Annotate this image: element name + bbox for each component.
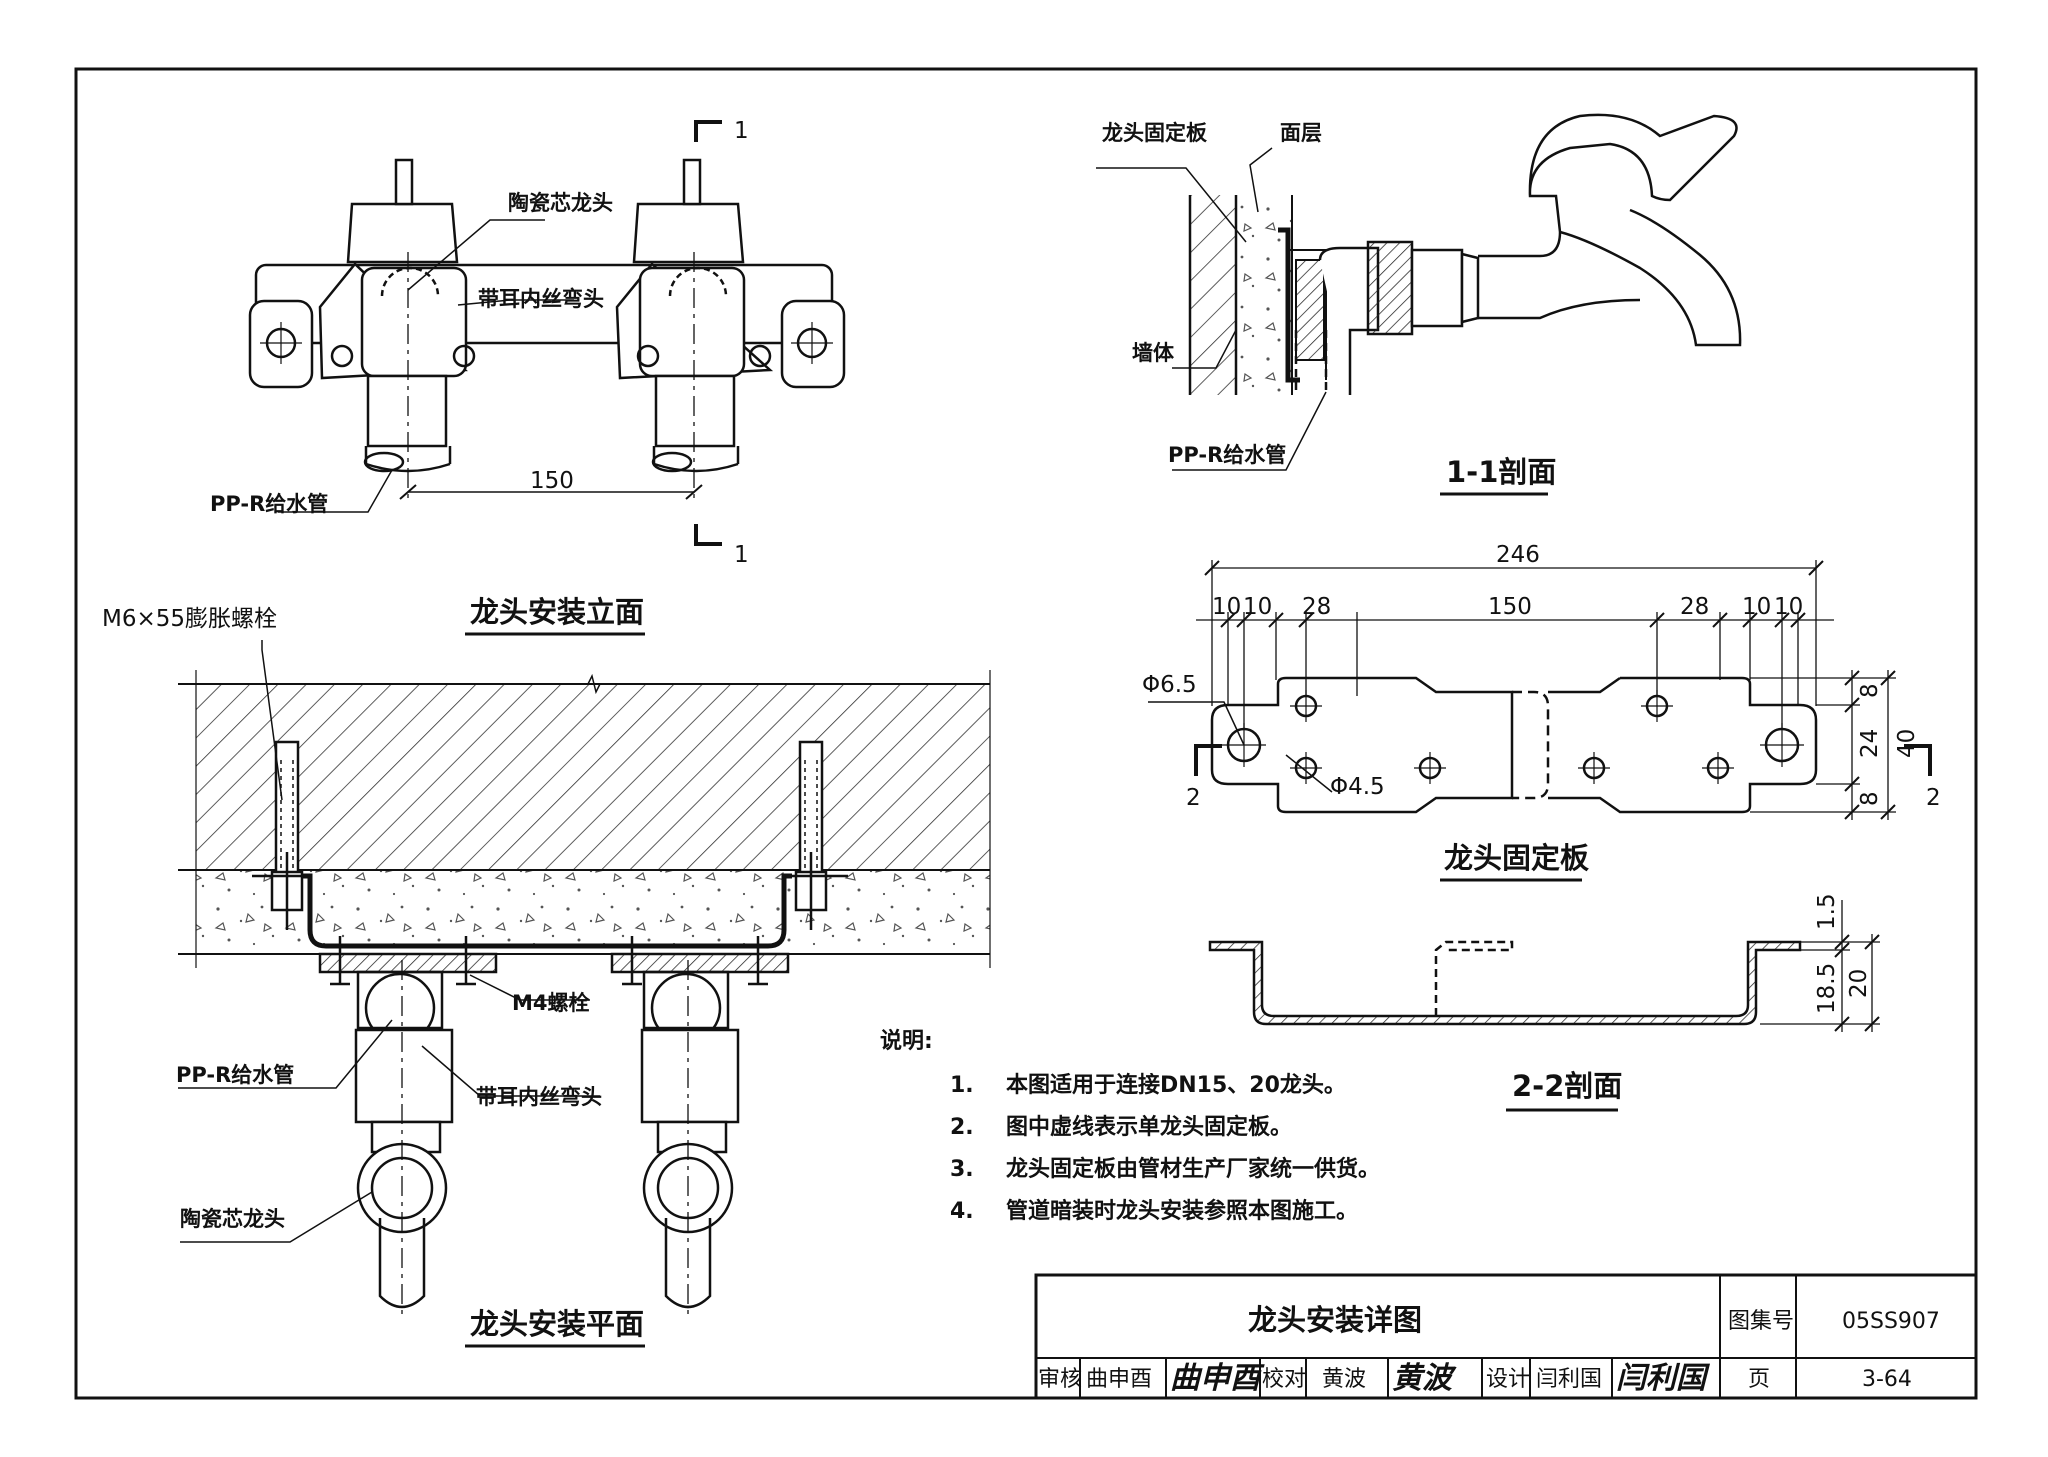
dim-phi-6-5: Φ6.5 [1142,672,1197,698]
faucet-plan-view [178,640,991,1320]
dim-10a: 10 [1212,594,1241,620]
dim-h8a: 8 [1857,683,1883,698]
label-bolt-m4: M4螺栓 [512,991,590,1015]
title-elevation: 龙头安装立面 [470,595,644,629]
label-wall: 墙体 [1132,341,1175,365]
section-mark-1-top: 1 [734,118,749,144]
dim-phi-4-5: Φ4.5 [1330,774,1385,800]
dim-thickness-1-5: 1.5 [1814,893,1840,930]
label-elbow-plan: 带耳内丝弯头 [476,1085,602,1109]
note-1-number: 1. [950,1073,974,1098]
review-signature: 曲申酉 [1170,1361,1265,1396]
dim-depth-20: 20 [1846,969,1872,998]
dim-150: 150 [1488,594,1532,620]
dim-depth-18-5: 18.5 [1814,963,1840,1014]
label-ppr-pipe-section: PP-R给水管 [1168,443,1286,467]
note-2-number: 2. [950,1115,974,1140]
page-number: 3-64 [1862,1367,1912,1392]
design-label: 设计 [1486,1367,1530,1392]
page-label: 页 [1748,1367,1770,1392]
review-label: 审核 [1038,1367,1082,1392]
title-plan: 龙头安装平面 [470,1307,644,1341]
label-plate-section: 龙头固定板 [1102,121,1208,145]
note-4-text: 管道暗装时龙头安装参照本图施工。 [1006,1198,1358,1224]
section-mark-2-right: 2 [1926,785,1941,811]
title-section-2-2: 2-2剖面 [1512,1069,1622,1103]
label-ppr-pipe-top: PP-R给水管 [210,492,328,516]
dim-28b: 28 [1680,594,1709,620]
dim-h40: 40 [1894,729,1920,758]
atlas-number: 05SS907 [1842,1309,1940,1334]
fixing-plate-drawing [1148,560,1932,820]
label-bolt-m6: M6×55膨胀螺栓 [102,606,277,632]
section-1-1-view [1096,113,1742,471]
note-3-text: 龙头固定板由管材生产厂家统一供货。 [1006,1156,1380,1182]
dim-h8b: 8 [1857,791,1883,806]
check-name: 黄波 [1322,1367,1366,1392]
label-surface-layer: 面层 [1280,121,1322,145]
dim-28a: 28 [1302,594,1331,620]
dim-elevation-spacing: 150 [530,468,574,494]
label-ceramic-faucet-top: 陶瓷芯龙头 [508,191,613,215]
note-4-number: 4. [950,1199,974,1224]
title-fixing-plate: 龙头固定板 [1444,841,1590,875]
section-mark-2-left: 2 [1186,785,1201,811]
section-2-2-view [1208,900,1880,1032]
title-block-drawing-title: 龙头安装详图 [1248,1303,1422,1337]
note-3-number: 3. [950,1157,974,1182]
atlas-number-label: 图集号 [1728,1309,1794,1334]
label-elbow-top: 带耳内丝弯头 [478,287,604,311]
note-2-text: 图中虚线表示单龙头固定板。 [1006,1114,1292,1140]
dim-overall-246: 246 [1496,542,1540,568]
design-signature: 闫利国 [1616,1361,1711,1396]
check-signature: 黄波 [1392,1361,1457,1396]
section-mark-1-bottom: 1 [734,542,749,568]
title-section-1-1: 1-1剖面 [1446,455,1556,489]
check-label: 校对 [1262,1367,1306,1392]
design-name: 闫利国 [1536,1367,1602,1392]
dim-h24: 24 [1857,729,1883,758]
faucet-elevation-view [248,120,846,546]
dim-10b: 10 [1243,594,1272,620]
title-block [1034,1273,1978,1400]
dim-10c: 10 [1742,594,1771,620]
notes-heading: 说明: [880,1028,933,1054]
sheet-border [74,67,1978,1400]
label-ceramic-faucet-plan: 陶瓷芯龙头 [180,1207,285,1231]
review-name: 曲申酉 [1086,1367,1152,1392]
dim-10d: 10 [1774,594,1803,620]
label-ppr-pipe-plan: PP-R给水管 [176,1063,294,1087]
note-1-text: 本图适用于连接DN15、20龙头。 [1006,1072,1346,1098]
